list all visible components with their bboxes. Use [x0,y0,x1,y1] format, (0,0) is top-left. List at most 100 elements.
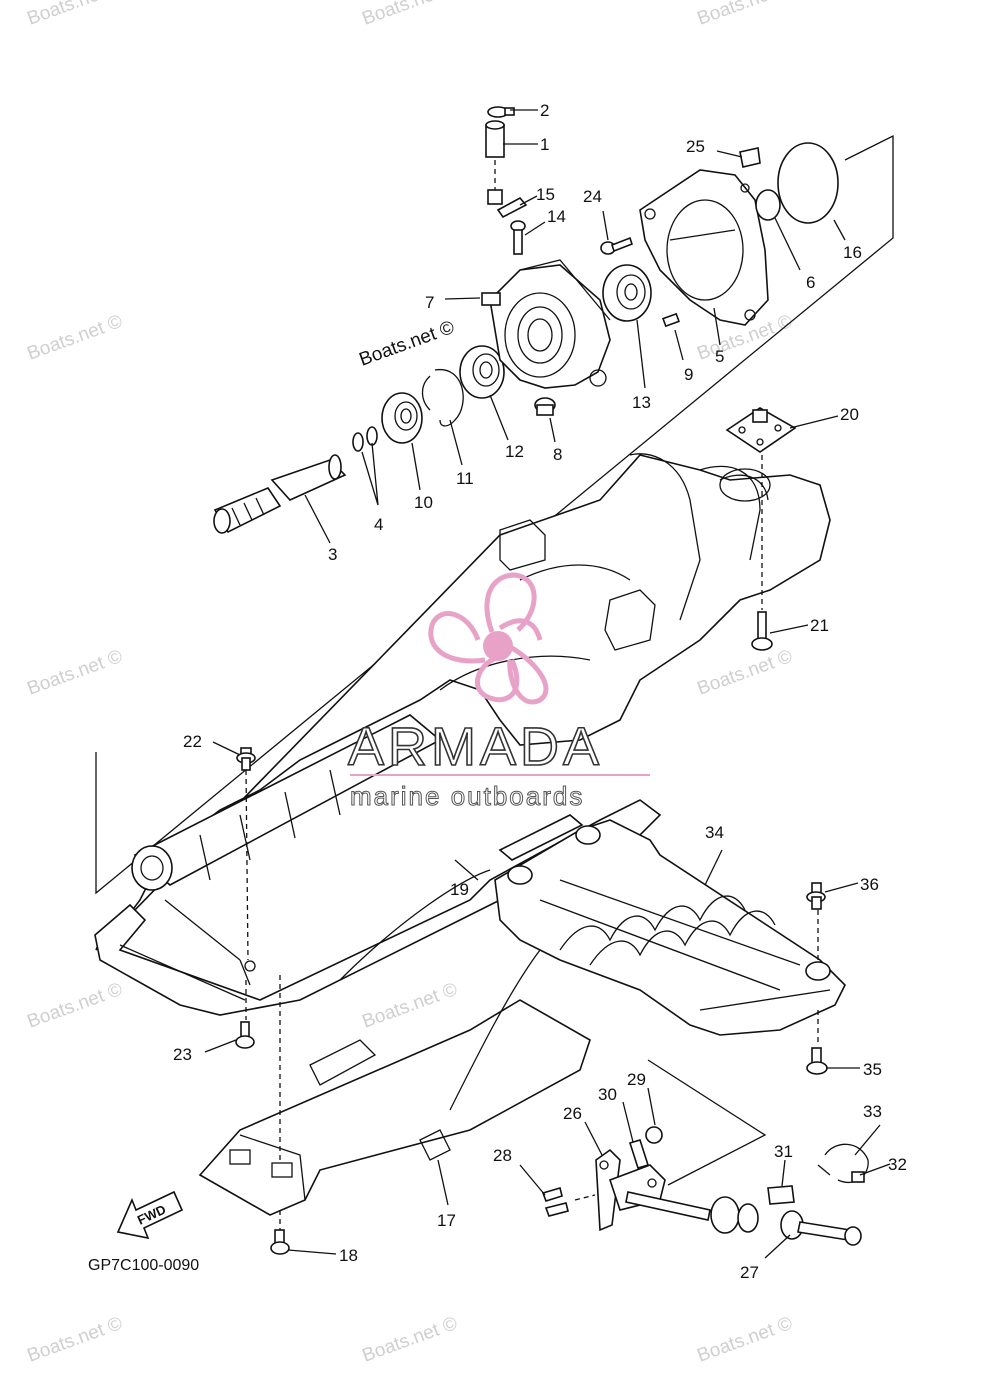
watermark: Boats.net © [25,0,126,30]
label-15: 15 [536,185,555,204]
hose-clamp [487,106,515,118]
logo-tagline: marine outboards [350,781,584,811]
watermark: Boats.net © [25,1313,126,1367]
label-32: 32 [888,1155,907,1174]
watermark: Boats.net © [695,646,796,700]
bearing [459,345,505,399]
seal [498,814,584,861]
label-12: 12 [505,442,524,461]
label-8: 8 [553,445,562,464]
label-27: 27 [740,1263,759,1282]
screw [541,1186,569,1217]
bolt [235,1021,255,1049]
label-3: 3 [328,545,337,564]
o-ring [755,189,781,221]
propeller-hub [483,631,513,661]
nipple [496,196,528,219]
label-16: 16 [843,243,862,262]
label-19: 19 [450,880,469,899]
label-25: 25 [686,137,705,156]
nut [645,1126,663,1144]
propeller-icon [428,572,549,705]
label-4: 4 [374,515,383,534]
label-20: 20 [840,405,859,424]
bolt [236,747,256,771]
label-23: 23 [173,1045,192,1064]
part-labels: 2 1 15 14 24 25 6 16 7 9 5 13 8 12 11 10… [88,101,907,1282]
label-5: 5 [715,347,724,366]
label-7: 7 [425,293,434,312]
grease-nipple [510,220,526,255]
label-30: 30 [598,1085,617,1104]
label-36: 36 [860,875,879,894]
label-34: 34 [705,823,724,842]
label-33: 33 [863,1102,882,1121]
bolt [751,611,773,651]
label-26: 26 [563,1104,582,1123]
bolt [600,236,633,255]
armada-logo: ARMADA marine outboards [347,572,650,812]
fwd-arrow: FWD [116,1190,184,1240]
label-17: 17 [437,1211,456,1230]
driveshaft-tube [131,714,442,891]
label-11: 11 [456,469,474,488]
watermark: Boats.net © [25,979,126,1033]
hose [485,120,505,205]
label-31: 31 [774,1142,793,1161]
watermark: Boats.net © [25,646,126,700]
label-28: 28 [493,1146,512,1165]
label-9: 9 [684,365,693,384]
intake-grate-plate [494,819,846,1036]
logo-name: ARMADA [348,717,603,777]
watermark: Boats.net © [695,1313,796,1367]
o-ring [352,432,364,452]
cover-plate [725,407,797,453]
label-1: 1 [540,135,549,154]
dowel-pin [662,312,680,328]
label-22: 22 [183,732,202,751]
clamp [817,1143,869,1184]
bolt [806,882,826,910]
label-35: 35 [863,1060,882,1079]
label-6: 6 [806,273,815,292]
watermark: Boats.net © [360,0,461,30]
watermark: Boats.net © [360,979,461,1033]
label-29: 29 [627,1070,646,1089]
sensor [625,1191,862,1246]
bolt [628,1139,650,1169]
label-14: 14 [547,207,566,226]
bearing-housing [481,259,611,389]
spacer [767,1185,795,1205]
circlip [434,369,464,427]
frame-outline [95,134,894,895]
bearing [602,264,652,322]
bolt [270,1229,290,1255]
label-18: 18 [339,1246,358,1265]
mount-plate [639,169,769,326]
o-ring [366,426,378,446]
label-13: 13 [632,393,651,412]
bracket [595,1148,666,1232]
watermark: Boats.net © [360,1313,461,1367]
pump-housing [95,453,831,951]
watermark: Boats.net © [695,0,796,30]
tag [739,147,761,168]
leader-lines [204,109,891,1259]
bolt [806,1047,828,1075]
label-21: 21 [810,616,829,635]
diagram-code: GP7C100-0090 [88,1257,199,1274]
intake-grate [198,869,591,1216]
alignment-lines [245,455,819,1230]
label-10: 10 [414,493,433,512]
watermark-dark: Boats.net © [357,317,458,371]
circlip [421,375,431,411]
label-24: 24 [583,187,602,206]
drive-shaft [213,454,347,534]
gasket [777,142,839,224]
drain-bolt [534,397,556,416]
label-2: 2 [540,101,549,120]
bearing [381,392,423,444]
watermark: Boats.net © [25,311,126,365]
